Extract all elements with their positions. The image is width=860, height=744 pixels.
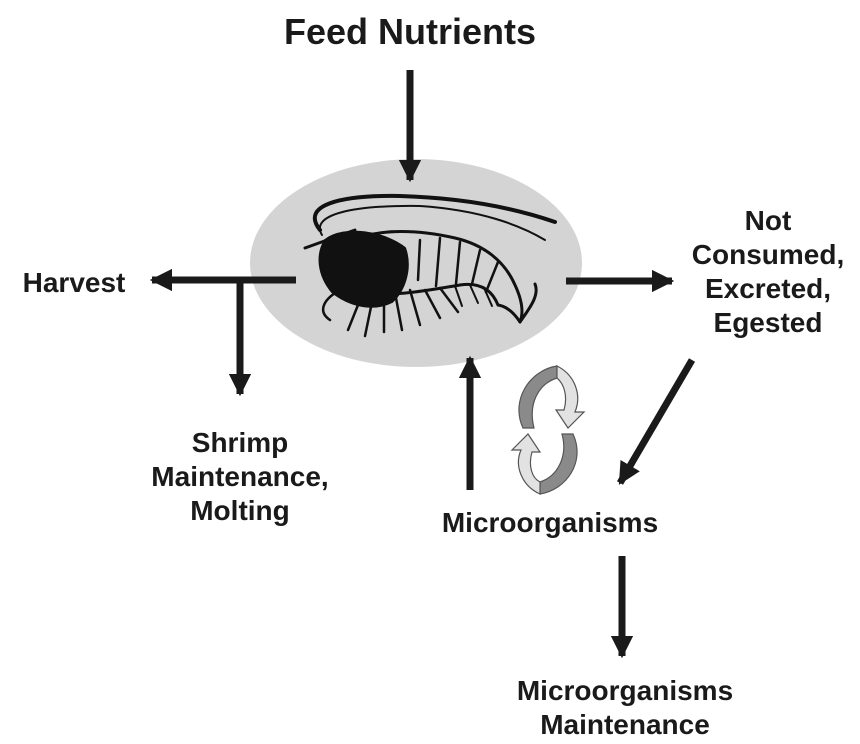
not-consumed-label: Not Consumed, Excreted, Egested [676,204,860,341]
shrimp-pond-ellipse [250,159,582,367]
arrow-not-consumed-to-microorganisms [620,360,692,483]
shrimp-maintenance-label: Shrimp Maintenance, Molting [120,426,360,528]
microorganisms-label: Microorganisms [400,506,700,540]
recycle-arrows-icon [512,366,584,494]
microorganisms-maintenance-label: Microorganisms Maintenance [470,674,780,742]
diagram-title: Feed Nutrients [230,10,590,54]
harvest-label: Harvest [4,266,144,300]
